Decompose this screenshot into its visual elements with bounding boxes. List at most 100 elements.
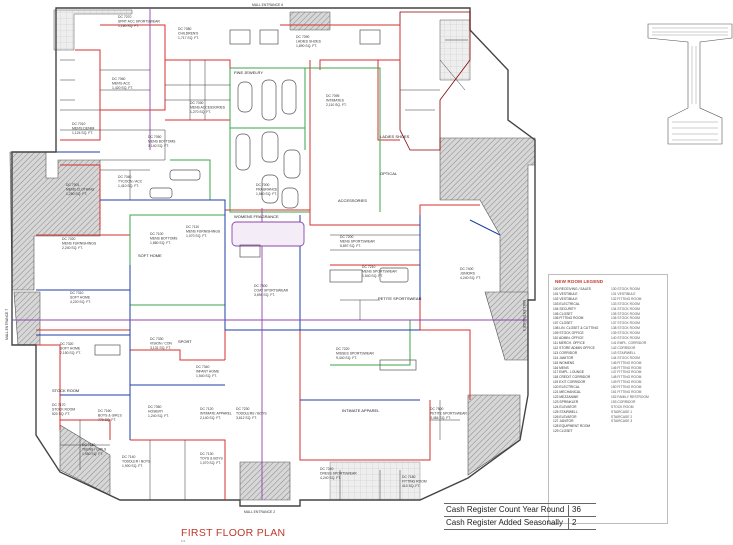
room-name: TEENS / GIRLS [82, 447, 107, 451]
room-area: 1,240 SQ. FT. [148, 414, 169, 418]
legend-item: 120 ELECTRICAL [553, 385, 580, 390]
room-code: DC 7150 [82, 443, 95, 447]
service-areas [9, 9, 536, 501]
room-code: DC 7100 [150, 232, 163, 236]
register-count-table: Cash Register Count Year Round 36 Cash R… [444, 503, 596, 530]
blue-boundaries [36, 151, 501, 440]
room-area: 1,420 SQ. FT. [112, 86, 133, 90]
legend-item: 114 JANITOR [553, 355, 574, 360]
room-area: 2,240 SQ. FT. [62, 246, 83, 250]
legend-item: 107 CLOSET [553, 321, 573, 326]
legend-item: 112 STORE ADMIN OFFICE [553, 345, 595, 350]
legend-item: 129 CLOSET [553, 429, 573, 434]
room-area: 1,160 SQ. FT. [118, 24, 139, 28]
legend-item: 144 STOCK ROOM [611, 355, 640, 360]
room-code: DC 7130 [200, 452, 213, 456]
room-name: MENS ACCESSORIES [190, 105, 226, 109]
room-name: LADIES SHOES [296, 39, 322, 43]
room-code: DC 7340 [196, 365, 209, 369]
room-area: 1,124 SQ. FT. [72, 131, 93, 135]
legend-item: 102 VESTIBULE [553, 296, 578, 301]
room-area: 410 SQ. FT. [402, 484, 420, 488]
zone-sport: SPORT [178, 339, 192, 344]
room-name: STOCK ROOM [52, 407, 75, 411]
corridor-labels: MALL ENTRANCE 6 MALL ENTRANCE 2 MALL ENT… [5, 3, 526, 514]
bottom-corridor-label: MALL ENTRANCE 2 [244, 510, 275, 514]
legend-item: 138 STOCK ROOM [611, 326, 640, 331]
room-code: DC 7020 [62, 237, 75, 241]
room-name: BOYS & GIRLS [98, 413, 122, 417]
room-area: 2,110 SQ. FT. [326, 103, 347, 107]
legend-item: 136 STOCK ROOM [611, 316, 640, 321]
room-code: DC 7140 [122, 455, 135, 459]
legend-item: 124 ELEVATOR [553, 404, 577, 409]
legend-item: 110 ADMIN. OFFICE [553, 336, 584, 341]
legend-item: 123 SPRINKLER [553, 399, 579, 404]
room-code: DC 7000 [256, 183, 269, 187]
legend-item: 149 FITTING ROOM [611, 380, 642, 385]
left-corridor-label: MALL ENTRANCE 7 [5, 309, 9, 340]
room-code: DC 7160 [98, 409, 111, 413]
room-code: DC 7200 [340, 235, 353, 239]
room-code: DC 7230 [236, 407, 249, 411]
room-area: 1,070 SQ. FT. [200, 461, 221, 465]
room-code: DC 7060 [112, 77, 125, 81]
right-corridor-label: MALL ENTRANCE 3 [522, 300, 526, 331]
legend-item: 150 FITTING ROOM [611, 385, 642, 390]
room-code: DC 7310 [70, 291, 83, 295]
room-code: DC 7400 [460, 267, 473, 271]
room-name: MENS BOTTOMS [150, 236, 178, 240]
drawing-scale: 1/1 [181, 539, 186, 543]
legend-item: 101 VESTIBULE [553, 291, 578, 296]
legend-item: 142 CORRIDOR [611, 345, 636, 350]
room-name: MENS CLOTHING [66, 187, 95, 191]
room-name: MENS BOTTOMS [148, 139, 176, 143]
room-name: FITTING ROOM [402, 479, 427, 483]
room-code: DC 7300 [254, 284, 267, 288]
zone-accessories: ACCESSORIES [338, 198, 367, 203]
legend-item: 126 ELEVATOR [553, 414, 577, 419]
room-area: 3,484 SQ. FT. [430, 416, 451, 420]
room-area: 4,240 SQ. FT. [460, 276, 481, 280]
room-area: 1,270 SQ. FT. [190, 110, 211, 114]
building-outline [11, 7, 536, 507]
room-name: MISSES SPORTSWEAR [336, 351, 374, 355]
legend-item: 109 STOCK OFFICE [553, 331, 584, 336]
legend-item: STOCK ROOM [611, 404, 634, 409]
legend-item: 106 FITTING ROOM [553, 316, 584, 321]
room-area: 520 SQ. FT. [52, 412, 70, 416]
legend-item: 116 MENS [553, 365, 569, 370]
room-name: MENS FURNISHINGS [186, 229, 221, 233]
legend-item: 103 ELECTRICAL [553, 301, 580, 306]
top-corridor-label: MALL ENTRANCE 6 [252, 3, 283, 7]
room-name: MEN'S ACC [112, 81, 131, 85]
room-code: DC 7010 [72, 122, 85, 126]
room-code: DC 7350 [148, 405, 161, 409]
zone-stock: STOCK ROOM [52, 388, 79, 393]
legend-item: 131 VESTIBULE [611, 291, 636, 296]
legend-item: 146 FITTING ROOM [611, 365, 642, 370]
legend-item: 152 FAMILY RESTROOM [611, 394, 649, 399]
room-name: DRESS SPORTSWEAR [320, 471, 357, 475]
room-area: 1,280 SQ. FT. [66, 192, 87, 196]
zone-labels: ACCESSORIES LADIES SHOES SOFT HOME FINE … [52, 70, 422, 413]
room-code: DC 7070 [118, 15, 131, 19]
legend-item: 100 RECEIVING / SALES [553, 287, 591, 291]
legend-item: 137 STOCK ROOM [611, 321, 640, 326]
room-name: TYCOON / ACC [118, 179, 143, 183]
zone-soft-home: SOFT HOME [138, 253, 162, 258]
room-area: 1,560 SQ. FT. [256, 192, 277, 196]
room-area: 1,540 SQ. FT. [196, 374, 217, 378]
legend-item: 117 EMPL. LOUNGE [553, 370, 584, 375]
legend-title: NEW ROOM LEGEND [555, 279, 604, 284]
room-name: TOYS & BOYS [200, 456, 223, 460]
register-seasonal-row: Cash Register Added Seasonally 2 [444, 517, 596, 530]
room-code: DC 7210 [362, 265, 375, 269]
legend-item: 151 FITTING ROOM [611, 390, 642, 395]
zone-fine-jewelry: FINE JEWELRY [234, 70, 263, 75]
room-area: 1,410 SQ. FT. [118, 184, 139, 188]
room-name: JUNIORS [460, 271, 476, 275]
legend-item: STAIRCASE 1 [611, 409, 633, 414]
room-code: DC 7090 [296, 35, 309, 39]
room-code: DC 7500 [430, 407, 443, 411]
